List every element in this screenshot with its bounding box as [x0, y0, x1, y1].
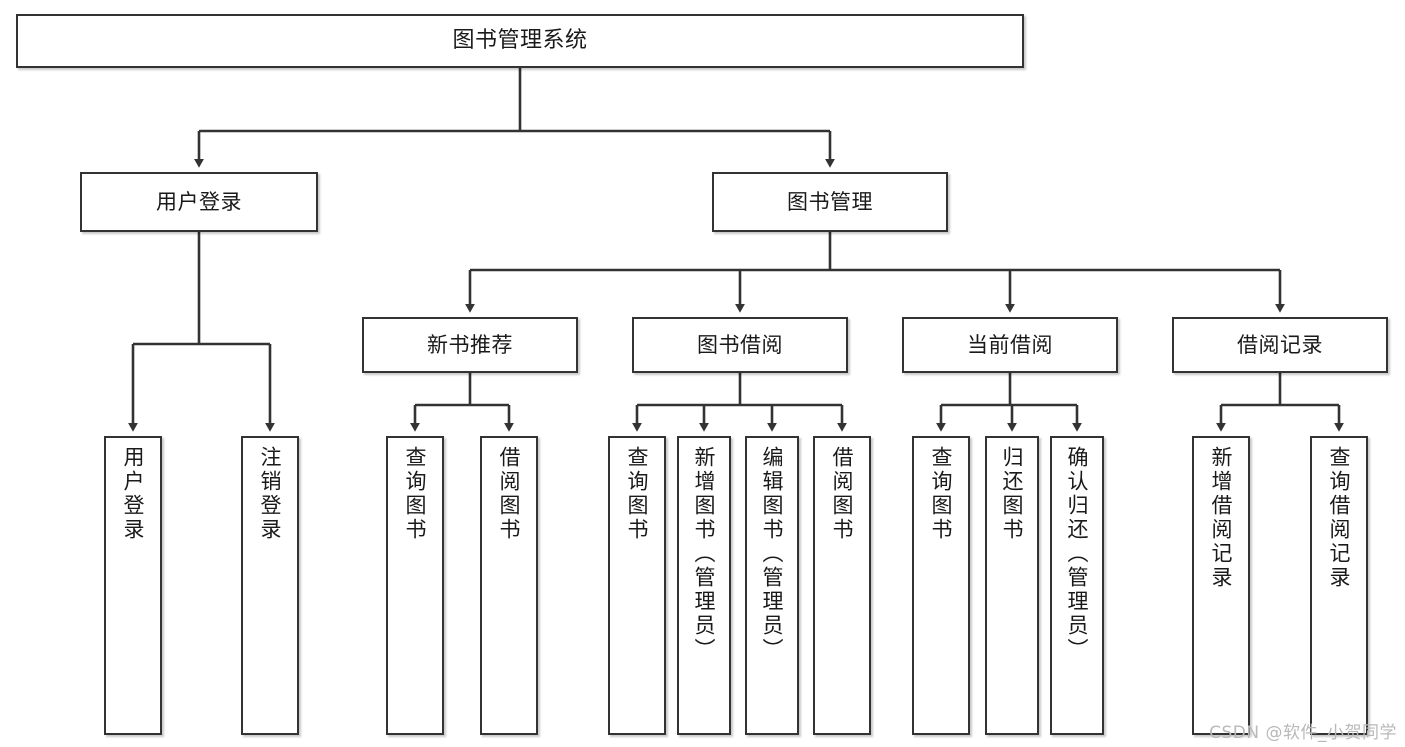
node-current-borrow[interactable]: 当前借阅 — [902, 317, 1118, 373]
node-leaf-borrow-book-recommend[interactable]: 借阅图书 — [480, 436, 538, 735]
node-leaf-query-borrow-record[interactable]: 查询借阅记录 — [1310, 436, 1368, 735]
node-current-borrow-label: 当前借阅 — [967, 332, 1053, 357]
node-leaf-query-book-borrow[interactable]: 查询图书 — [608, 436, 666, 735]
node-leaf-return-book-label: 归还图书 — [1000, 446, 1025, 542]
node-borrow-record[interactable]: 借阅记录 — [1172, 317, 1388, 373]
node-leaf-add-book-label: 新增图书（管理员） — [692, 446, 717, 662]
node-leaf-query-book-recommend[interactable]: 查询图书 — [386, 436, 444, 735]
node-leaf-logout[interactable]: 注销登录 — [241, 436, 299, 735]
node-book-borrow[interactable]: 图书借阅 — [632, 317, 848, 373]
node-leaf-edit-book[interactable]: 编辑图书（管理员） — [745, 436, 799, 735]
node-new-book-recommend[interactable]: 新书推荐 — [362, 317, 578, 373]
node-leaf-user-login[interactable]: 用户登录 — [104, 436, 162, 735]
node-user-login[interactable]: 用户登录 — [80, 172, 318, 232]
node-root-label: 图书管理系统 — [452, 28, 588, 54]
node-leaf-confirm-return[interactable]: 确认归还（管理员） — [1050, 436, 1104, 735]
node-leaf-logout-label: 注销登录 — [258, 446, 283, 542]
node-leaf-borrow-book-label: 借阅图书 — [830, 446, 855, 542]
node-leaf-add-borrow-record[interactable]: 新增借阅记录 — [1192, 436, 1250, 735]
node-leaf-query-book-current-label: 查询图书 — [929, 446, 954, 542]
node-leaf-query-borrow-record-label: 查询借阅记录 — [1327, 446, 1352, 590]
node-leaf-borrow-book-recommend-label: 借阅图书 — [497, 446, 522, 542]
node-leaf-query-book-current[interactable]: 查询图书 — [912, 436, 970, 735]
node-root-system[interactable]: 图书管理系统 — [16, 14, 1024, 68]
node-leaf-confirm-return-label: 确认归还（管理员） — [1065, 446, 1090, 662]
node-leaf-query-book-borrow-label: 查询图书 — [625, 446, 650, 542]
node-user-login-label: 用户登录 — [156, 189, 242, 214]
node-leaf-add-borrow-record-label: 新增借阅记录 — [1209, 446, 1234, 590]
node-borrow-record-label: 借阅记录 — [1237, 332, 1323, 357]
node-leaf-query-book-recommend-label: 查询图书 — [403, 446, 428, 542]
watermark-text: CSDN @软件_小贺同学 — [1209, 723, 1397, 743]
node-leaf-borrow-book[interactable]: 借阅图书 — [813, 436, 871, 735]
node-leaf-user-login-label: 用户登录 — [121, 446, 146, 542]
node-leaf-add-book[interactable]: 新增图书（管理员） — [677, 436, 731, 735]
node-leaf-return-book[interactable]: 归还图书 — [985, 436, 1039, 735]
node-new-book-recommend-label: 新书推荐 — [427, 332, 513, 357]
node-book-management[interactable]: 图书管理 — [712, 172, 948, 232]
node-book-management-label: 图书管理 — [787, 189, 873, 214]
node-book-borrow-label: 图书借阅 — [697, 332, 783, 357]
node-leaf-edit-book-label: 编辑图书（管理员） — [760, 446, 785, 662]
